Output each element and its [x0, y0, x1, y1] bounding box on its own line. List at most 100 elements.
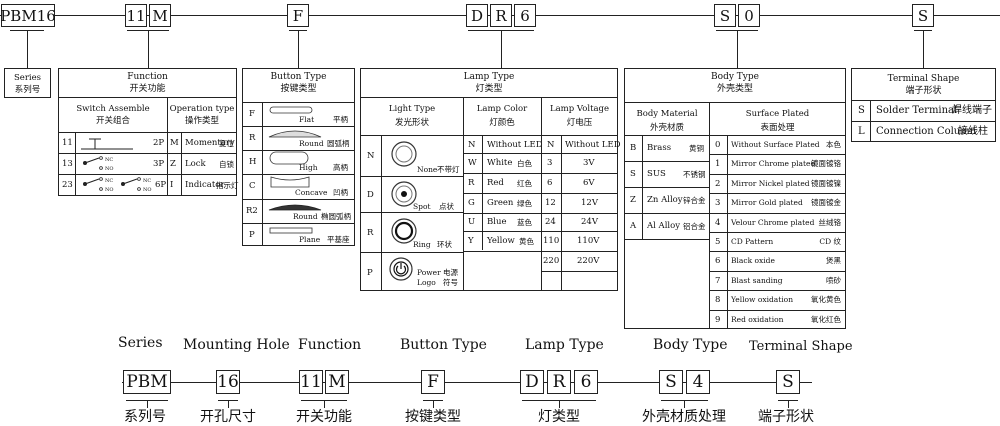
function-code-23: 23 — [62, 180, 73, 190]
switch-2p-icon — [81, 138, 133, 150]
material-code-a: A — [630, 221, 637, 231]
top-series-box: PBM16 — [0, 4, 56, 27]
op-cn-indicator: 指示灯 — [216, 181, 239, 190]
material-en: Body Material — [636, 109, 698, 119]
voltage-value-12v: 12V — [581, 198, 598, 208]
bottom-label-series: Series — [118, 335, 163, 351]
spot-lamp-icon — [391, 181, 417, 207]
button-cn-high: 高柄 — [333, 163, 348, 172]
op-code-i: I — [170, 180, 174, 190]
shape-cn-power: 电源 — [443, 268, 458, 277]
plated-cn: 丝绒铬 — [818, 217, 842, 227]
terminal-title-cn: 端子形状 — [905, 86, 942, 96]
material-cn-sus: 不锈钢 — [683, 170, 706, 179]
bottom-label-button: Button Type — [400, 337, 487, 353]
op-code-m: M — [170, 138, 179, 148]
voltage-value-6v: 6V — [583, 178, 595, 188]
concave-button-icon — [270, 176, 310, 188]
plated-cn: 氧化黄色 — [811, 295, 841, 305]
bottom-label-lamp: Lamp Type — [525, 337, 604, 353]
body-title-en: Body Type — [711, 72, 759, 82]
function-title-en: Function — [127, 72, 168, 82]
color-code-r: R — [468, 178, 475, 188]
material-code-b: B — [630, 143, 637, 153]
series-panel: Series 系列号 — [4, 68, 51, 98]
bottom-code-line — [122, 382, 812, 383]
no-label-2: NO — [105, 187, 114, 193]
color-en-yellow: Yellow — [487, 236, 515, 246]
button-code-p: P — [249, 230, 255, 240]
plated-en: Mirror Nickel plated — [731, 178, 810, 188]
oval-round-button-icon — [268, 204, 322, 211]
color-en-without: Without LED — [487, 140, 543, 150]
top-function-op-box: M — [149, 4, 171, 27]
terminal-code-l: L — [858, 126, 865, 137]
terminal-cn-column: 接线柱 — [958, 126, 988, 137]
color-en-white: White — [487, 158, 513, 168]
shape-code-n: N — [367, 151, 375, 161]
terminal-connector — [923, 30, 924, 68]
material-en-brass: Brass — [647, 143, 672, 153]
button-code-h: H — [249, 157, 257, 167]
nc-label-1: NC — [105, 157, 114, 163]
shape-cn-spot: 点状 — [439, 202, 454, 211]
voltage-code-6: 6 — [547, 178, 553, 188]
button-en-flat: Flat — [299, 115, 315, 124]
round-button-icon — [268, 130, 322, 138]
body-panel: Body Type 外壳类型 Body Material 外壳材质 Surfac… — [624, 68, 846, 329]
switch-assemble-en: Switch Assemble — [76, 104, 150, 114]
shape-en-logo: Logo — [417, 278, 436, 287]
op-cn-momentary: 复位 — [219, 139, 234, 148]
plated-code: 3 — [715, 198, 721, 209]
body-title-cn: 外壳类型 — [716, 84, 753, 94]
lamp-color-en: Lamp Color — [476, 104, 528, 114]
plated-code: 6 — [715, 256, 721, 267]
top-lamp-voltage-box: 6 — [514, 4, 536, 27]
no-lamp-icon — [391, 141, 417, 167]
body-connector — [737, 30, 738, 68]
light-type-en: Light Type — [388, 104, 436, 114]
bottom-label-terminal: Terminal Shape — [749, 339, 853, 354]
button-cn-round2: 椭圆弧柄 — [321, 212, 351, 221]
button-code-r: R — [249, 133, 256, 143]
bottom-cn-lamp: 灯类型 — [538, 409, 580, 425]
bottom-cn-hole: 开孔尺寸 — [200, 409, 256, 425]
bottom-lamp-voltage-box: 6 — [574, 370, 598, 394]
shape-cn-none: 不带灯 — [437, 165, 460, 174]
material-en-al: Al Alloy — [647, 221, 681, 231]
voltage-code-12: 12 — [545, 198, 556, 208]
bottom-cn-terminal: 端子形状 — [758, 409, 814, 425]
shape-code-r: R — [367, 228, 374, 238]
shape-en-spot: Spot — [413, 202, 431, 211]
no-label-1: NO — [105, 166, 114, 172]
button-cn-plane: 平基座 — [327, 235, 350, 244]
top-button-box: F — [287, 4, 309, 27]
plated-en: Surface Plated — [745, 109, 810, 119]
material-code-z: Z — [630, 195, 636, 205]
function-panel: Function 开关功能 Switch Assemble 开关组合 Opera… — [58, 68, 239, 196]
lamp-connector — [501, 30, 502, 68]
button-en-concave: Concave — [295, 188, 328, 197]
button-code-c: C — [249, 181, 256, 191]
nc-label-3: NC — [143, 178, 152, 184]
material-en-sus: SUS — [647, 169, 666, 179]
voltage-code-110: 110 — [543, 236, 560, 246]
plated-cn: 镜面镀铬 — [811, 159, 841, 169]
bottom-terminal-box: S — [776, 370, 800, 394]
bottom-cn-function: 开关功能 — [296, 409, 352, 425]
voltage-code-24: 24 — [545, 217, 556, 227]
bottom-cn-button: 按键类型 — [405, 409, 461, 425]
plated-code: 9 — [715, 314, 721, 325]
bottom-body-material-box: S — [659, 370, 683, 394]
operation-type-en: Operation type — [169, 104, 235, 114]
bottom-button-box: F — [421, 370, 445, 394]
plated-en: Yellow oxidation — [731, 295, 794, 305]
button-title-en: Button Type — [270, 72, 327, 82]
lamp-title-cn: 灯类型 — [475, 84, 503, 94]
color-code-n: N — [468, 140, 476, 150]
top-body-plated-box: 0 — [738, 4, 760, 27]
shape-code-p: P — [367, 268, 373, 278]
top-function-code-box: 11 — [125, 4, 147, 27]
no-label-3: NO — [143, 187, 152, 193]
material-code-s: S — [630, 169, 636, 179]
